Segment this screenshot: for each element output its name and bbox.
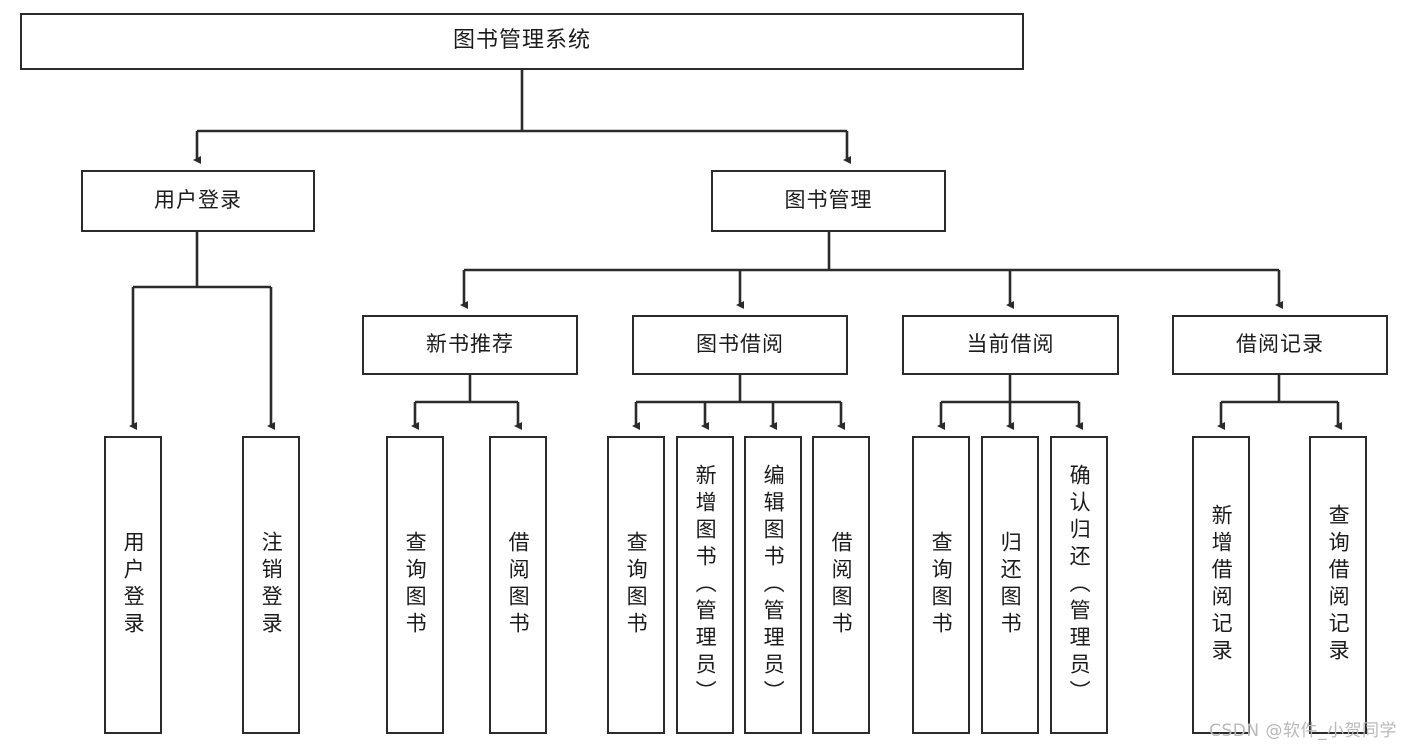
node-book-manage-label: 图书管理	[784, 188, 873, 213]
leaf-query-book-3[interactable]: 查询图书	[912, 436, 970, 734]
leaf-add-book[interactable]: 新增图书（管理员）	[676, 436, 734, 734]
node-current-borrow-label: 当前借阅	[966, 332, 1055, 357]
leaf-query-book-1[interactable]: 查询图书	[386, 436, 444, 734]
node-root-label: 图书管理系统	[452, 28, 591, 54]
leaf-query-record-label: 查询借阅记录	[1326, 504, 1351, 666]
node-borrow-record-label: 借阅记录	[1236, 332, 1324, 357]
leaf-edit-book[interactable]: 编辑图书（管理员）	[744, 436, 802, 734]
leaf-confirm-return[interactable]: 确认归还（管理员）	[1050, 436, 1108, 734]
node-root[interactable]: 图书管理系统	[20, 13, 1024, 70]
node-book-borrow[interactable]: 图书借阅	[632, 315, 848, 375]
leaf-user-logout[interactable]: 注销登录	[242, 436, 300, 734]
leaf-add-record[interactable]: 新增借阅记录	[1192, 436, 1250, 734]
leaf-return-book[interactable]: 归还图书	[981, 436, 1039, 734]
leaf-return-book-label: 归还图书	[998, 531, 1023, 639]
node-user-login[interactable]: 用户登录	[81, 170, 315, 232]
leaf-edit-book-label: 编辑图书（管理员）	[761, 463, 786, 707]
node-book-manage[interactable]: 图书管理	[711, 170, 946, 232]
node-new-book-recommend-label: 新书推荐	[426, 332, 514, 357]
node-current-borrow[interactable]: 当前借阅	[902, 315, 1119, 375]
leaf-user-login[interactable]: 用户登录	[104, 436, 162, 734]
leaf-user-login-label: 用户登录	[121, 531, 146, 639]
node-borrow-record[interactable]: 借阅记录	[1172, 315, 1388, 375]
leaf-user-logout-label: 注销登录	[259, 531, 284, 639]
leaf-borrow-book-2[interactable]: 借阅图书	[812, 436, 870, 734]
leaf-query-book-3-label: 查询图书	[929, 531, 954, 639]
leaf-borrow-book-1-label: 借阅图书	[506, 531, 531, 639]
leaf-query-record[interactable]: 查询借阅记录	[1309, 436, 1367, 734]
leaf-query-book-2[interactable]: 查询图书	[607, 436, 665, 734]
leaf-add-book-label: 新增图书（管理员）	[693, 463, 718, 707]
node-book-borrow-label: 图书借阅	[696, 332, 784, 357]
leaf-borrow-book-1[interactable]: 借阅图书	[489, 436, 547, 734]
leaf-query-book-1-label: 查询图书	[403, 531, 428, 639]
node-user-login-label: 用户登录	[154, 188, 242, 213]
node-new-book-recommend[interactable]: 新书推荐	[362, 315, 578, 375]
leaf-query-book-2-label: 查询图书	[624, 531, 649, 639]
leaf-add-record-label: 新增借阅记录	[1209, 504, 1234, 666]
leaf-borrow-book-2-label: 借阅图书	[829, 531, 854, 639]
leaf-confirm-return-label: 确认归还（管理员）	[1067, 463, 1092, 707]
